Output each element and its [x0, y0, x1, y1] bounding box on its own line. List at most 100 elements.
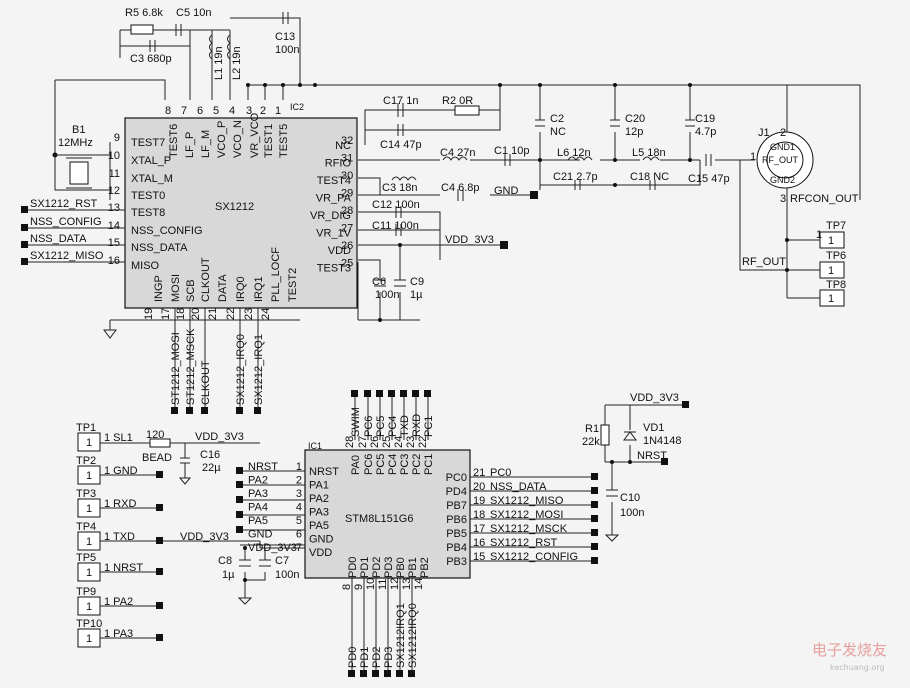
stm-right-pin-num: 20 — [473, 481, 485, 493]
sx-left-pin-num: 14 — [108, 220, 120, 232]
stm-left-net-label: NRST — [248, 461, 278, 473]
testpoint-ref: TP1 — [76, 422, 96, 434]
stm-top-pin-label: PC3 — [399, 454, 411, 475]
sx-bottom-pin-num: 22 — [225, 308, 237, 320]
testpoint-boxes — [77, 231, 845, 648]
label-c15: C15 47p — [688, 173, 730, 185]
label-c5: C5 10n — [176, 7, 211, 19]
sx1212-name: SX1212 — [215, 201, 254, 213]
sx1212-left-flags — [21, 206, 125, 265]
stm-left-pin-num: 2 — [296, 475, 302, 487]
sx-right-pin-label: VR_1V — [316, 228, 352, 240]
sx1212-pins: TEST79XTAL_P10XTAL_M11TEST012TEST813NSS_… — [30, 105, 353, 405]
label-c16: C16 — [200, 449, 220, 461]
testpoint-box-text: 1 — [86, 536, 92, 548]
stm-bottom-pin-num: 12 — [389, 578, 401, 590]
label-l1: L1 19n — [213, 46, 225, 80]
stm-left-net-label: PA5 — [248, 515, 268, 527]
ic2-ref: IC2 — [290, 102, 304, 112]
sx-left-net-label: SX1212_MISO — [30, 250, 104, 262]
r2-resistor — [454, 105, 480, 116]
label-c7v: 100n — [275, 569, 299, 581]
sx-right-pin-label: NC — [335, 140, 351, 152]
testpoint-ref: TP2 — [76, 455, 96, 467]
sx-top-pin-label: TEST6 — [168, 124, 180, 158]
j1-rfout: RF_OUT — [762, 155, 799, 165]
label-c10: C10 — [620, 492, 640, 504]
testpoint-ref: TP5 — [76, 552, 96, 564]
label-j1: J1 — [758, 127, 770, 139]
sx-right-pin-num: 26 — [341, 240, 353, 252]
sx-right-pin-label: TEST4 — [317, 175, 351, 187]
label-c20: C20 — [625, 113, 645, 125]
stm-top-pin-num: 26 — [369, 436, 381, 448]
stm-top-pin-label: PC4 — [387, 454, 399, 475]
sx-right-pin-label: VDD — [328, 245, 351, 257]
sx-left-pin-label: TEST8 — [131, 207, 165, 219]
label-c14: C14 47p — [380, 139, 422, 151]
crystal-b1 — [69, 161, 89, 185]
j1-pin2: 2 — [780, 127, 786, 139]
watermark-url: kechuang.org — [830, 663, 885, 672]
testpoint-box-text: 1 — [86, 470, 92, 482]
testpoint-label: 1 RXD — [104, 498, 136, 510]
sx-right-pin-num: 28 — [341, 205, 353, 217]
tp7-pin: 1 — [816, 229, 822, 241]
stm-left-pin-num: 7 — [296, 542, 302, 554]
testpoint-box-text: 1 — [86, 601, 92, 613]
stm-top-net-label: PC4 — [387, 416, 399, 437]
j1-pin3: 3 — [780, 193, 786, 205]
sx-right-pin-label: VR_PA — [316, 193, 352, 205]
stm-right-net-label: SX1212_MISO — [490, 495, 564, 507]
stm-top-pin-label: PC2 — [411, 454, 423, 475]
stm-left-pin-label: PA5 — [309, 520, 329, 532]
stm-left-net-label: PA4 — [248, 502, 268, 514]
label-gnd: GND — [494, 185, 519, 197]
stm-bottom-pin-label: PB2 — [419, 557, 431, 578]
stm-left-net-label: PA2 — [248, 475, 268, 487]
label-tp8: TP8 — [826, 279, 846, 291]
stm-right-pin-num: 16 — [473, 537, 485, 549]
label-vdd-top: VDD_3V3 — [445, 234, 494, 246]
sx-left-pin-num: 9 — [114, 132, 120, 144]
stm-bottom-net-label: PD2 — [371, 647, 383, 668]
sx-bottom-pin-label: PLL_LOCF — [270, 247, 282, 302]
stm-top-net-label: SWIM — [350, 407, 362, 437]
testpoint-box-text: 1 — [86, 567, 92, 579]
stm-left-pin-num: 4 — [296, 502, 302, 514]
testpoint-box-text: 1 — [86, 437, 92, 449]
sx-right-pin-label: RFIO — [325, 158, 352, 170]
label-c18: C18 NC — [630, 171, 669, 183]
stm-right-pin-label: PD4 — [446, 486, 467, 498]
j1-gnd2: GND2 — [770, 175, 795, 185]
stm-bottom-pin-num: 11 — [377, 579, 389, 590]
testpoint-label: 1 PA3 — [104, 628, 133, 640]
stm-right-pin-label: PB6 — [446, 514, 467, 526]
stm-left-net-label: PA3 — [248, 488, 268, 500]
sx-bottom-pin-label: INGP — [153, 275, 165, 302]
stm-left-pin-num: 1 — [296, 461, 302, 473]
sx-bottom-pin-num: 23 — [243, 308, 255, 320]
ic1-ref: IC1 — [308, 441, 322, 451]
testpoint-label: 1 SL1 — [104, 432, 133, 444]
label-r1v: 22k — [582, 436, 600, 448]
label-c17: C17 1n — [383, 95, 418, 107]
label-tp6: TP6 — [826, 250, 846, 262]
label-c8: C8 — [218, 555, 232, 567]
stm-right-pin-num: 17 — [473, 523, 485, 535]
stm-left-pin-num: 5 — [296, 515, 302, 527]
sx-bottom-pin-label: IRQ1 — [253, 276, 265, 302]
sx-left-pin-num: 10 — [108, 150, 120, 162]
testpoint-label: 1 PA2 — [104, 596, 133, 608]
testpoint-ref: TP3 — [76, 488, 96, 500]
sx-bottom-net-label: ST1212_MOSI — [170, 332, 182, 405]
testpoint-box-text: 1 — [86, 503, 92, 515]
stm-right-pin-num: 15 — [473, 551, 485, 563]
sx-bottom-pin-label: TEST2 — [287, 268, 299, 302]
stm-bottom-net-label: SX1212IRQ0 — [407, 603, 419, 668]
sx-left-net-label: NSS_DATA — [30, 233, 87, 245]
testpoint-box-text: 1 — [86, 633, 92, 645]
sx-right-pin-num: 32 — [341, 135, 353, 147]
top-wires — [52, 12, 861, 339]
r5-resistor — [130, 24, 154, 35]
